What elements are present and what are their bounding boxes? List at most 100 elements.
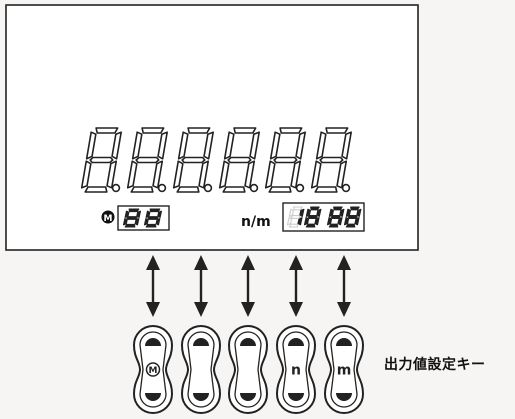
segment-f — [345, 208, 352, 217]
arrow-head-up — [194, 255, 208, 270]
key-body[interactable] — [227, 325, 269, 414]
segment-c — [244, 160, 256, 189]
segment-b — [157, 131, 168, 160]
segment-c — [314, 217, 320, 226]
segment-f — [288, 208, 295, 217]
seven-segment-digit — [286, 206, 305, 228]
segment-b — [356, 208, 362, 217]
key-body[interactable] — [323, 325, 365, 414]
arrow-head-down — [194, 302, 208, 317]
nm-indicator: n/m — [241, 202, 365, 232]
double-arrow-icon — [337, 255, 351, 317]
seven-segment-digit — [326, 206, 345, 228]
segment-b — [111, 131, 122, 160]
memory-indicator: M — [101, 205, 170, 231]
segment-g — [290, 215, 301, 219]
output-setting-key-3[interactable] — [227, 325, 269, 414]
segment-d — [124, 223, 136, 228]
output-setting-key-2[interactable] — [180, 325, 222, 414]
key-symbol: n — [291, 363, 301, 379]
segment-g — [89, 156, 114, 164]
output-setting-key-5[interactable]: m — [323, 325, 365, 414]
key-up-indicator-icon — [240, 338, 256, 346]
segment-g — [347, 215, 358, 219]
segment-b — [341, 131, 352, 160]
segment-d — [288, 223, 299, 228]
segment-b — [157, 210, 163, 218]
output-setting-key-4[interactable]: n — [275, 325, 317, 414]
key-symbol-ring-icon — [145, 362, 161, 377]
key-inner-outline — [234, 331, 262, 408]
segment-e — [343, 217, 350, 226]
segment-b — [136, 210, 142, 218]
decimal-point — [111, 183, 121, 193]
key-inner-outline — [139, 331, 167, 408]
segment-b — [295, 131, 306, 160]
segment-b — [339, 208, 345, 217]
arrow-head-up — [337, 255, 351, 270]
key-down-indicator-icon — [336, 393, 352, 401]
arrow-head-up — [289, 255, 303, 270]
segment-f — [223, 131, 235, 160]
segment-a — [325, 127, 349, 134]
double-arrow-icon — [289, 255, 303, 317]
seven-segment-digit — [343, 206, 362, 228]
segment-c — [337, 217, 343, 226]
segment-e — [218, 160, 230, 189]
segment-a — [310, 206, 320, 211]
key-down-indicator-icon — [288, 393, 304, 401]
segment-e — [286, 217, 293, 226]
segment-g — [147, 216, 159, 220]
lcd-panel — [5, 4, 419, 251]
segment-c — [155, 218, 161, 226]
decimal-point — [295, 183, 305, 193]
segment-a — [350, 206, 360, 211]
segment-d — [328, 223, 339, 228]
key-down-indicator-icon — [193, 393, 209, 401]
segment-a — [95, 127, 119, 134]
key-body[interactable] — [275, 325, 317, 414]
segment-e — [310, 160, 322, 189]
segment-f — [269, 131, 281, 160]
output-setting-key-1[interactable]: M — [132, 325, 174, 414]
segment-f — [305, 208, 312, 217]
nm-digits — [286, 206, 362, 228]
key-inner-outline — [330, 331, 358, 408]
segment-d — [176, 186, 200, 193]
segment-e — [143, 218, 149, 226]
seven-segment-digit — [218, 127, 260, 193]
memory-marker-icon — [101, 210, 115, 224]
memory-marker-text: M — [104, 214, 113, 224]
memory-digits — [122, 208, 163, 228]
segment-f — [85, 131, 97, 160]
seven-segment-digit — [172, 127, 214, 193]
seven-segment-digit — [80, 127, 122, 193]
segment-e — [122, 218, 128, 226]
segment-f — [328, 208, 335, 217]
arrow-head-down — [289, 302, 303, 317]
decimal-point — [249, 183, 259, 193]
seven-segment-digit — [310, 127, 352, 193]
key-body[interactable] — [180, 325, 222, 414]
arrow-head-up — [241, 255, 255, 270]
segment-c — [297, 217, 303, 226]
key-up-indicator-icon — [336, 338, 352, 346]
key-symbol: m — [337, 363, 352, 379]
segment-f — [124, 210, 130, 218]
arrow-head-down — [146, 302, 160, 317]
segment-d — [305, 223, 316, 228]
segment-e — [303, 217, 310, 226]
key-up-indicator-icon — [288, 338, 304, 346]
segment-b — [249, 131, 260, 160]
key-down-indicator-icon — [240, 393, 256, 401]
segment-a — [187, 127, 211, 134]
segment-c — [152, 160, 164, 189]
segment-g — [307, 215, 318, 219]
key-caption: 出力値設定キー — [384, 357, 486, 373]
arrow-head-up — [146, 255, 160, 270]
segment-f — [131, 131, 143, 160]
segment-d — [222, 186, 246, 193]
segment-d — [345, 223, 356, 228]
double-arrow-icon — [146, 255, 160, 317]
segment-e — [80, 160, 92, 189]
